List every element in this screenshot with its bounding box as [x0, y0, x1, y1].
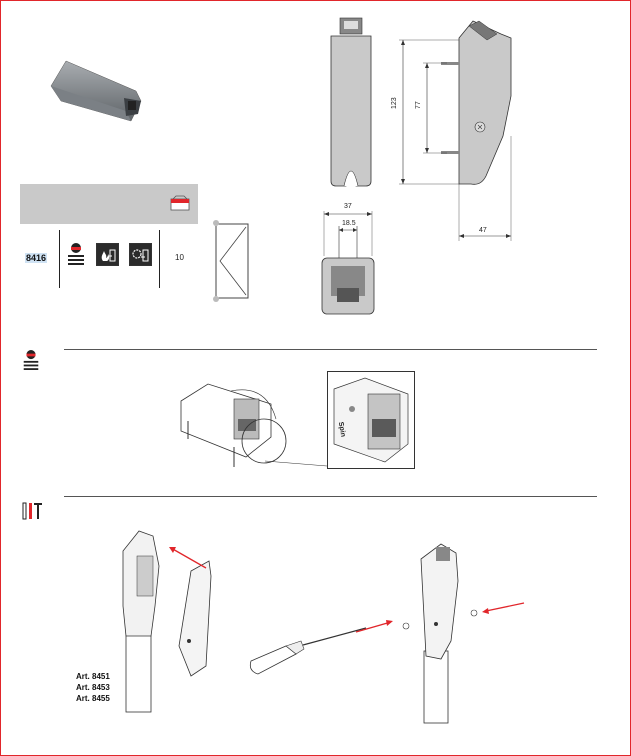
tools-icon — [22, 502, 42, 520]
product-photo — [50, 60, 142, 122]
dim-height-total: 123 — [391, 97, 398, 109]
screwdriver-drawing — [249, 620, 393, 675]
dim-height-inner: 77 — [415, 101, 422, 109]
dim-width: 37 — [344, 203, 352, 210]
article-number: Art. 8455 — [76, 694, 110, 703]
detail-drawing — [333, 377, 409, 463]
door-swing-diagram — [213, 220, 249, 302]
dirt-resistant-icon — [129, 243, 152, 266]
article-list: Art. 8451 Art. 8453 Art. 8455 — [76, 671, 110, 704]
installer-icon — [68, 243, 84, 265]
section-rule — [64, 349, 597, 350]
fire-door-icon — [96, 243, 119, 266]
front-view-drawing — [330, 17, 372, 187]
product-code: 8416 — [25, 253, 48, 263]
top-view-drawing — [321, 211, 375, 315]
dim-hole-spacing: 18.5 — [342, 220, 356, 227]
divider — [159, 230, 160, 288]
info-band — [20, 184, 198, 224]
packaging-box-icon — [170, 195, 190, 211]
assembly-right-drawing — [402, 543, 525, 724]
quantity: 10 — [175, 253, 184, 262]
side-view-drawing — [399, 20, 512, 241]
installation-drawing — [180, 383, 287, 467]
installer-icon — [23, 350, 39, 370]
section-rule — [64, 496, 597, 497]
article-number: Art. 8451 — [76, 672, 110, 681]
dim-depth: 47 — [479, 227, 487, 234]
zoom-connector — [264, 460, 328, 467]
assembly-left-drawing — [122, 530, 212, 713]
divider — [59, 230, 60, 288]
article-number: Art. 8453 — [76, 683, 110, 692]
detail-frame: Spin — [327, 371, 415, 469]
